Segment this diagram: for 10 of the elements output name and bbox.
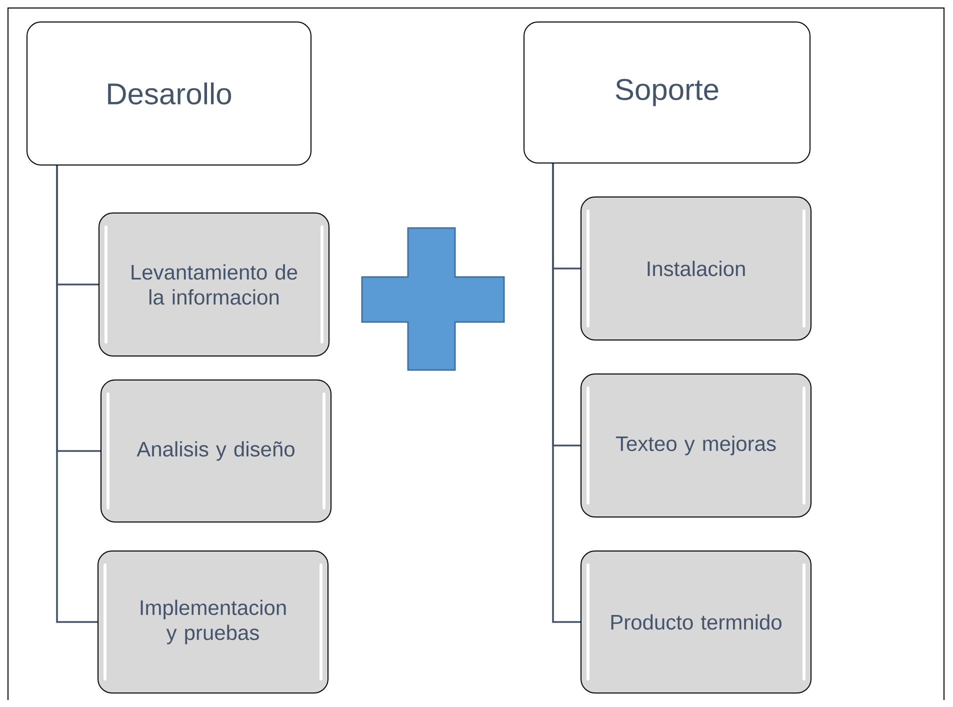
process-box: Instalacion (580, 196, 812, 340)
title-box: Desarollo (26, 22, 312, 166)
process-box: Levantamiento de la informacion (98, 212, 330, 356)
process-box: Analisis y diseño (100, 380, 332, 522)
process-box: Implementacion y pruebas (98, 550, 328, 694)
process-box: Producto termnido (580, 550, 812, 694)
connector-line (56, 166, 98, 623)
connector-line (552, 164, 580, 623)
title-box: Soporte (524, 22, 810, 164)
process-box: Texteo y mejoras (580, 374, 812, 518)
